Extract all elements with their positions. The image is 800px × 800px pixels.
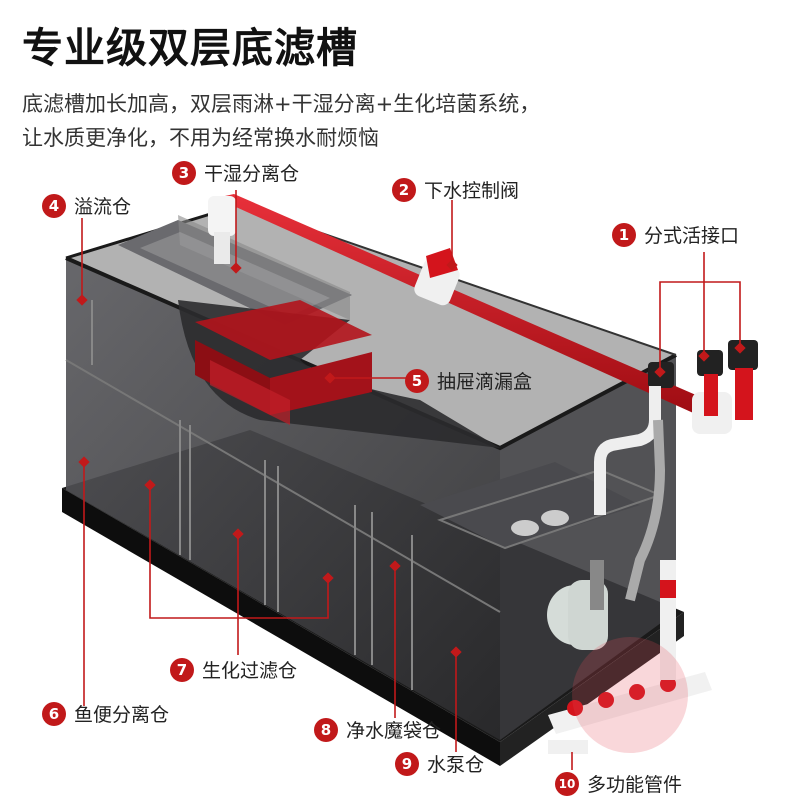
page-title: 专业级双层底滤槽	[22, 24, 358, 72]
callout-number: 1	[612, 222, 636, 247]
callout-label: 下水控制阀	[424, 180, 520, 202]
callout-6: 6 鱼便分离仓	[42, 700, 169, 727]
tank-body	[65, 203, 677, 740]
callout-label: 溢流仓	[74, 196, 132, 218]
callout-10: 10 多功能管件	[555, 770, 682, 797]
callout-5: 5 抽屉滴漏盒	[405, 367, 532, 394]
callout-4: 4 溢流仓	[42, 192, 131, 219]
callout-number: 2	[392, 177, 416, 202]
leader-lines	[81, 190, 741, 770]
drip-drawers	[195, 300, 372, 425]
callout-number: 4	[42, 193, 66, 218]
callout-2: 2 下水控制阀	[392, 176, 519, 203]
callout-label: 鱼便分离仓	[74, 704, 170, 726]
callout-label: 多功能管件	[587, 774, 683, 796]
water-pump	[547, 560, 608, 650]
callout-1: 1 分式活接口	[612, 221, 739, 248]
callout-label: 抽屉滴漏盒	[437, 371, 533, 393]
callout-7: 7 生化过滤仓	[170, 656, 297, 683]
callout-label: 干湿分离仓	[204, 163, 300, 185]
manifold-fittings	[548, 560, 712, 754]
callout-number: 3	[172, 160, 196, 185]
callout-number: 5	[405, 368, 429, 393]
callout-number: 7	[170, 657, 194, 682]
callout-label: 水泵仓	[427, 754, 485, 776]
callout-number: 9	[395, 751, 419, 776]
callout-label: 分式活接口	[644, 225, 740, 247]
red-pipe	[208, 194, 758, 602]
description-line-2: 让水质更净化，不用为经常换水耐烦恼	[22, 126, 379, 150]
callout-9: 9 水泵仓	[395, 750, 484, 777]
callout-number: 10	[555, 771, 579, 796]
description-line-1: 底滤槽加长加高，双层雨淋+干湿分离+生化培菌系统，	[22, 92, 541, 116]
callout-label: 生化过滤仓	[202, 660, 298, 682]
callout-8: 8 净水魔袋仓	[314, 716, 441, 743]
callout-number: 8	[314, 717, 338, 742]
callout-number: 6	[42, 701, 66, 726]
callout-label: 净水魔袋仓	[346, 720, 442, 742]
callout-3: 3 干湿分离仓	[172, 159, 299, 186]
